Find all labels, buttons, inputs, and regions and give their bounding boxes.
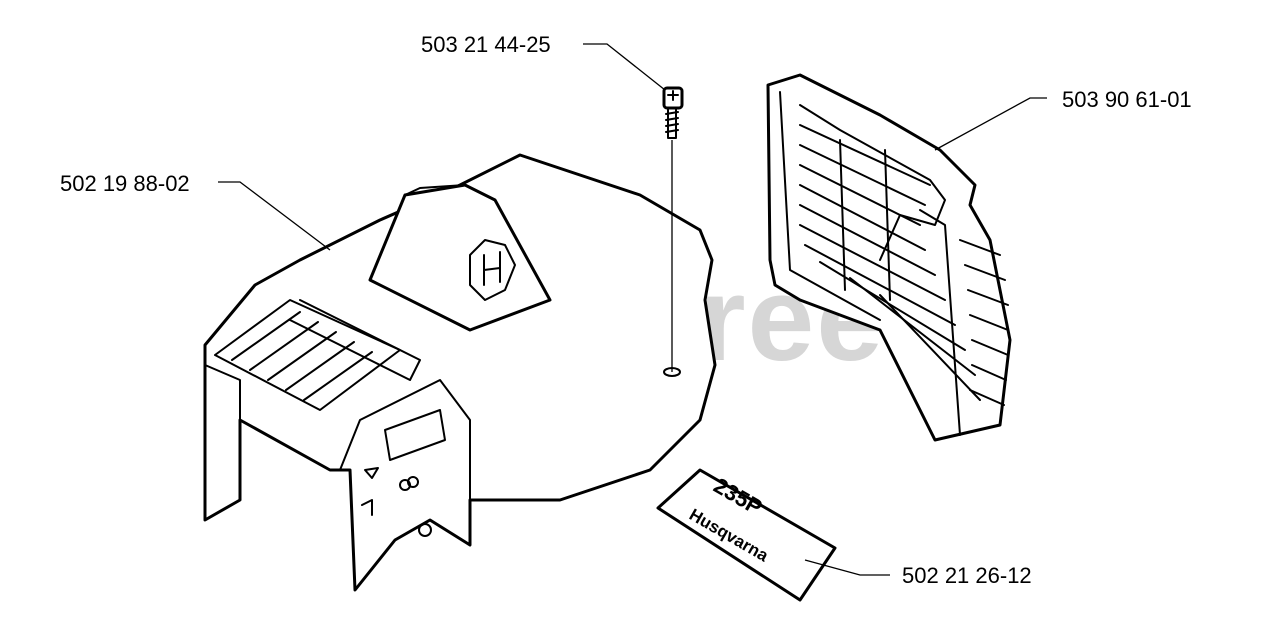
part-number-air-filter-cover[interactable]: 503 90 61-01 bbox=[1062, 87, 1192, 112]
grille-bars bbox=[799, 124, 1009, 406]
leader-screw bbox=[583, 43, 666, 91]
cylinder-cover-drawing[interactable] bbox=[203, 153, 717, 592]
leader-air-filter-cover bbox=[934, 97, 1047, 151]
part-number-cylinder-cover[interactable]: 502 19 88-02 bbox=[60, 171, 190, 196]
part-number-screw[interactable]: 503 21 44-25 bbox=[421, 32, 551, 57]
part-number-decal[interactable]: 502 21 26-12 bbox=[902, 563, 1032, 588]
leader-cylinder-cover bbox=[218, 181, 331, 251]
leader-decal bbox=[804, 559, 890, 576]
screw-drawing[interactable] bbox=[662, 86, 684, 372]
decal-drawing[interactable]: 235P Husqvarna bbox=[656, 468, 837, 602]
air-filter-cover-drawing[interactable] bbox=[766, 73, 1012, 442]
vent-slots bbox=[214, 299, 421, 411]
husqvarna-logo-icon bbox=[469, 239, 516, 301]
